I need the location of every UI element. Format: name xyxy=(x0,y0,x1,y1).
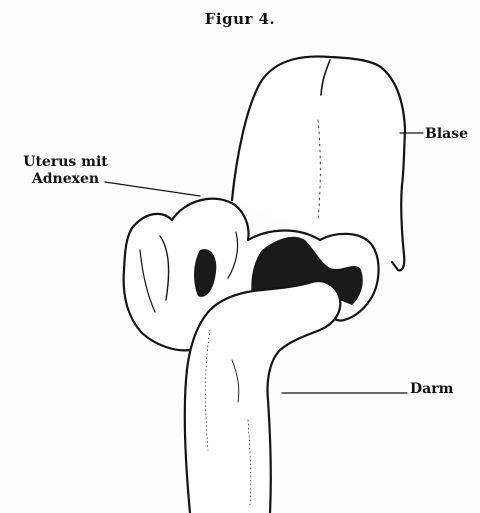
label-uterus-line1: Uterus mit xyxy=(8,154,123,171)
label-uterus-line2: Adnexen xyxy=(8,171,123,188)
label-darm: Darm xyxy=(410,381,453,398)
intestine-outline xyxy=(185,281,341,513)
label-blase: Blase xyxy=(425,126,468,143)
label-uterus-adnexa: Uterus mit Adnexen xyxy=(8,154,123,188)
